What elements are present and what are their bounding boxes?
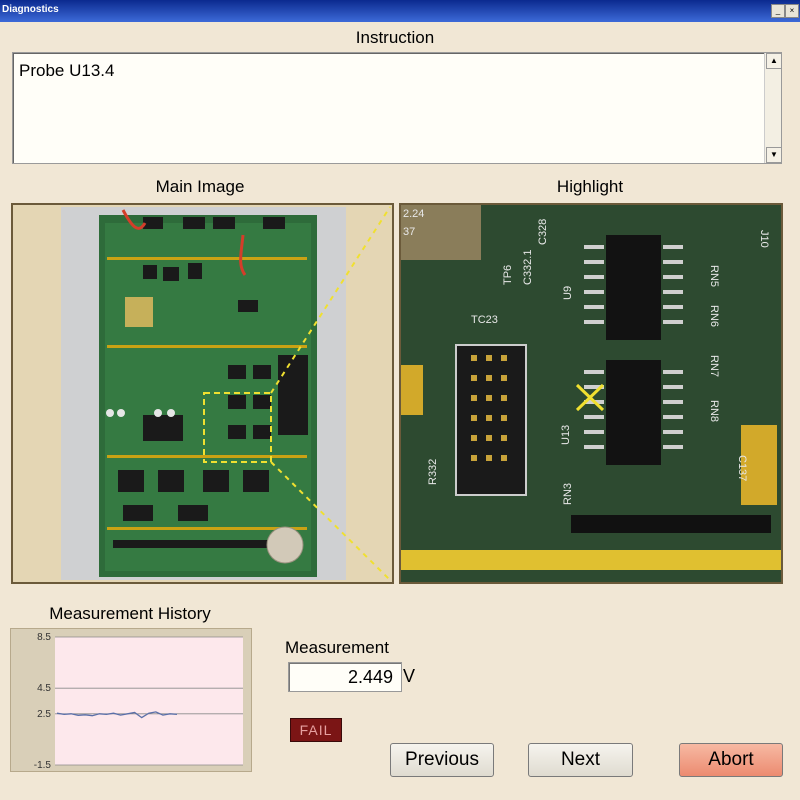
silk-label: U9 bbox=[562, 286, 574, 300]
silk-label: R332 bbox=[427, 459, 439, 485]
y-tick-label: -1.5 bbox=[34, 760, 52, 771]
highlight-label: Highlight bbox=[556, 177, 624, 196]
instruction-textbox[interactable]: Probe U13.4 ▲ ▼ bbox=[12, 52, 782, 164]
y-tick-label: 2.5 bbox=[37, 709, 51, 720]
scroll-up-icon[interactable]: ▲ bbox=[766, 53, 782, 69]
silk-label: 37 bbox=[403, 226, 415, 238]
history-chart: 8.5 4.5 2.5 -1.5 bbox=[34, 632, 243, 771]
y-tick-label: 4.5 bbox=[37, 683, 51, 694]
instruction-text: Probe U13.4 bbox=[19, 61, 115, 80]
silk-label: RN6 bbox=[708, 305, 720, 327]
silk-label: TC23 bbox=[471, 314, 498, 326]
measurement-label: Measurement bbox=[285, 638, 389, 657]
close-icon[interactable]: × bbox=[785, 4, 799, 18]
window-title: Diagnostics bbox=[2, 4, 59, 15]
silk-label: 2.24 bbox=[403, 208, 424, 220]
main-image bbox=[11, 203, 394, 584]
main-image-label: Main Image bbox=[155, 177, 245, 196]
silk-label: C332.1 bbox=[522, 250, 534, 285]
plot-area bbox=[55, 637, 243, 765]
scroll-down-icon[interactable]: ▼ bbox=[766, 147, 782, 163]
abort-button[interactable]: Abort bbox=[679, 743, 783, 777]
silk-label: C137 bbox=[736, 455, 748, 481]
measurement-value-field: 2.449 bbox=[288, 662, 402, 692]
silk-label: C328 bbox=[537, 219, 549, 245]
highlight-image: 2.24 37 TP6 C332.1 C328 U9 RN5 RN6 RN7 R… bbox=[399, 203, 783, 584]
series-line bbox=[56, 711, 178, 719]
silk-label: RN3 bbox=[562, 483, 574, 505]
minimize-icon[interactable]: _ bbox=[771, 4, 785, 18]
status-badge: FAIL bbox=[290, 718, 342, 742]
silk-label: RN8 bbox=[708, 400, 720, 422]
title-bar: Diagnostics _ × bbox=[0, 0, 800, 22]
y-tick-label: 8.5 bbox=[37, 632, 51, 643]
silk-label: TP6 bbox=[502, 265, 514, 285]
previous-button[interactable]: Previous bbox=[390, 743, 494, 777]
measurement-unit: V bbox=[403, 666, 416, 686]
instruction-scrollbar[interactable]: ▲ ▼ bbox=[764, 53, 782, 163]
history-label: Measurement History bbox=[49, 604, 211, 623]
measurement-value: 2.449 bbox=[347, 667, 393, 687]
highlight-board-photo: 2.24 37 TP6 C332.1 C328 U9 RN5 RN6 RN7 R… bbox=[401, 205, 781, 582]
silk-label: RN7 bbox=[708, 355, 720, 377]
silk-label: U13 bbox=[560, 425, 572, 445]
circuit-board-photo bbox=[61, 206, 391, 581]
next-button[interactable]: Next bbox=[528, 743, 633, 777]
instruction-label: Instruction bbox=[355, 28, 435, 47]
history-graph: 8.5 4.5 2.5 -1.5 bbox=[10, 628, 252, 772]
silk-label: J10 bbox=[758, 230, 770, 248]
silk-label: RN5 bbox=[708, 265, 720, 287]
